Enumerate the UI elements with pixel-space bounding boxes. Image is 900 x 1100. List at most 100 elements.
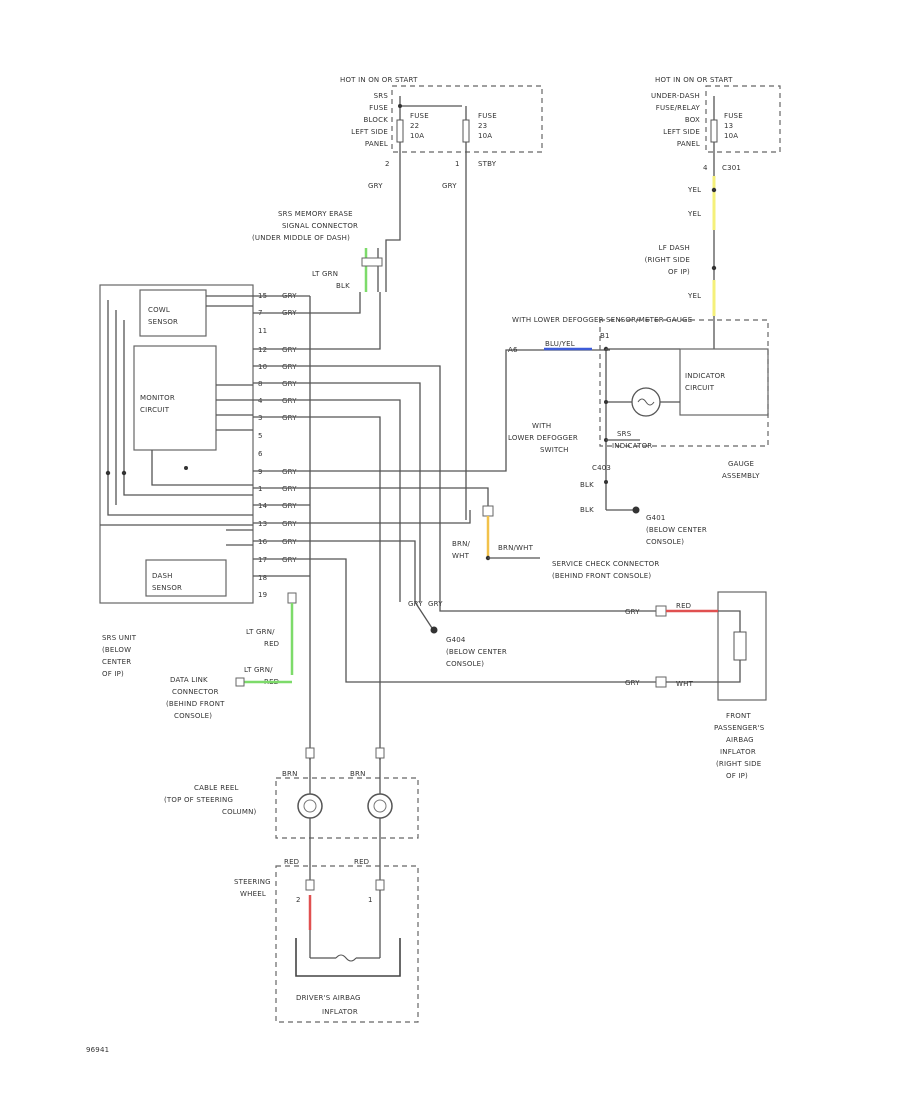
srs-output-wires bbox=[253, 150, 660, 760]
fuse-13-label-2: 13 bbox=[724, 122, 733, 130]
fuse-box-left-outline bbox=[391, 85, 543, 153]
dash-sensor-box bbox=[145, 559, 227, 597]
pass-wire-top: GRY bbox=[625, 608, 640, 616]
ground-g401-icon bbox=[632, 506, 640, 514]
fuse-left-wire-gry-2: GRY bbox=[442, 182, 457, 190]
wire-label-7: GRY bbox=[282, 414, 297, 422]
pass-label-1: FRONT bbox=[726, 712, 751, 720]
dlc-wire-1b: RED bbox=[264, 640, 279, 648]
driver-inflator-label-1: DRIVER'S AIRBAG bbox=[296, 994, 361, 1002]
srs-unit-location-4: OF IP) bbox=[102, 670, 124, 678]
pin-1: 1 bbox=[258, 485, 263, 493]
pin-6: 6 bbox=[258, 450, 263, 458]
cable-reel-outline bbox=[275, 777, 419, 839]
gauge-wire-blk-2: BLK bbox=[580, 506, 594, 514]
cowl-sensor-label-2: SENSOR bbox=[148, 318, 178, 326]
steering-pin-2: 2 bbox=[296, 896, 301, 904]
wire-label-10: GRY bbox=[282, 468, 297, 476]
steering-wire-left: RED bbox=[284, 858, 299, 866]
wire-label-12: GRY bbox=[282, 502, 297, 510]
ground-g404-icon bbox=[430, 626, 438, 634]
fuse-box-left-loc-2: FUSE bbox=[369, 104, 388, 112]
driver-inflator-module-icon bbox=[295, 938, 401, 977]
pin-14: 14 bbox=[258, 502, 268, 510]
wire-label-4: GRY bbox=[282, 363, 297, 371]
pass-wire-bot-color: WHT bbox=[676, 680, 694, 688]
fuse-box-right-title: HOT IN ON OR START bbox=[655, 76, 733, 84]
g401-label-3: CONSOLE) bbox=[646, 538, 684, 546]
gauge-outline bbox=[599, 319, 769, 447]
indicator-label-2: CIRCUIT bbox=[685, 384, 715, 392]
service-check-connector: BRN/ WHT BRN/WHT SERVICE CHECK CONNECTOR… bbox=[452, 505, 659, 580]
pin-13: 13 bbox=[258, 520, 267, 528]
pin-8: 8 bbox=[258, 380, 263, 388]
steering-wheel-outline bbox=[275, 865, 419, 1023]
pass-wire-top-color: RED bbox=[676, 602, 691, 610]
memory-label-3: (UNDER MIDDLE OF DASH) bbox=[252, 234, 350, 242]
gauge-header: WITH LOWER DEFOGGER SENSOR/METER GAUGE bbox=[512, 316, 692, 324]
cable-reel-coil-left-icon bbox=[297, 793, 323, 819]
wire-label-5: GRY bbox=[282, 380, 297, 388]
g404-wire-2: GRY bbox=[428, 600, 443, 608]
monitor-label-1: MONITOR bbox=[140, 394, 175, 402]
srs-unit-outline bbox=[99, 284, 254, 604]
memory-connector-icon bbox=[361, 257, 383, 267]
fuse-22-label-2: 22 bbox=[410, 122, 419, 130]
dlc-label-2: CONNECTOR bbox=[172, 688, 219, 696]
fuse-23-label-1: FUSE bbox=[478, 112, 497, 120]
fuse-22-icon bbox=[396, 119, 404, 143]
dash-sensor-label-1: DASH bbox=[152, 572, 173, 580]
pin-5: 5 bbox=[258, 432, 263, 440]
dlc-wire-1a: LT GRN/ bbox=[246, 628, 275, 636]
memory-label-2: SIGNAL CONNECTOR bbox=[282, 222, 358, 230]
gauge-assembly: WITH LOWER DEFOGGER SENSOR/METER GAUGE B… bbox=[508, 316, 769, 546]
dlc-label-4: CONSOLE) bbox=[174, 712, 212, 720]
service-check-label-1: SERVICE CHECK CONNECTOR bbox=[552, 560, 659, 568]
fuse-box-right-loc-1: UNDER-DASH bbox=[651, 92, 700, 100]
pass-label-2: PASSENGER'S bbox=[714, 724, 765, 732]
fuse-left-stby: STBY bbox=[478, 160, 497, 168]
steering-wheel: STEERING WHEEL RED RED 2 1 DRIVER'S AIRB… bbox=[234, 858, 419, 1023]
gauge-conn: C403 bbox=[592, 464, 611, 472]
gauge-assembly-label-2: ASSEMBLY bbox=[722, 472, 760, 480]
wire-label-3: GRY bbox=[282, 346, 297, 354]
memory-erase-connector: SRS MEMORY ERASE SIGNAL CONNECTOR (UNDER… bbox=[252, 210, 383, 292]
dlc-label-3: (BEHIND FRONT bbox=[166, 700, 225, 708]
fuse-right-pin: 4 bbox=[703, 164, 708, 172]
fuse-box-left: HOT IN ON OR START SRS FUSE BLOCK LEFT S… bbox=[340, 76, 543, 190]
pass-conn-top-icon bbox=[655, 605, 667, 617]
pass-label-4: INFLATOR bbox=[720, 748, 756, 756]
dlc-wire-2a: LT GRN/ bbox=[244, 666, 273, 674]
service-check-label-2: (BEHIND FRONT CONSOLE) bbox=[552, 572, 651, 580]
cable-reel-coil-right-icon bbox=[367, 793, 393, 819]
fuse-box-left-loc-4: LEFT SIDE bbox=[351, 128, 388, 136]
switch-label-1: WITH bbox=[532, 422, 551, 430]
pin-11: 11 bbox=[258, 327, 267, 335]
wire-label-15: GRY bbox=[282, 556, 297, 564]
pass-conn-bot-icon bbox=[655, 676, 667, 688]
gauge-pin-b1: B1 bbox=[600, 332, 610, 340]
yel-wire-3: YEL bbox=[687, 292, 701, 300]
fuse-22-label-3: 10A bbox=[410, 132, 424, 140]
fuse-right-conn: C301 bbox=[722, 164, 741, 172]
dlc-label-1: DATA LINK bbox=[170, 676, 208, 684]
service-wire-2: BRN/WHT bbox=[498, 544, 534, 552]
fuse-box-left-loc-5: PANEL bbox=[365, 140, 388, 148]
gauge-wire-blu: BLU/YEL bbox=[545, 340, 575, 348]
steering-label-1: STEERING bbox=[234, 878, 271, 886]
pin-9: 9 bbox=[258, 468, 263, 476]
fuse-box-right-loc-3: BOX bbox=[685, 116, 700, 124]
fuse-box-right-loc-5: PANEL bbox=[677, 140, 700, 148]
yel-wire-1: YEL bbox=[687, 186, 701, 194]
g401-label-1: G401 bbox=[646, 514, 666, 522]
gauge-pin-a6: A6 bbox=[508, 346, 518, 354]
ground-g404: GRY GRY G404 (BELOW CENTER CONSOLE) bbox=[408, 600, 507, 668]
memory-wire-ltgrn: LT GRN bbox=[312, 270, 338, 278]
fuse-box-left-title: HOT IN ON OR START bbox=[340, 76, 418, 84]
srs-small-connector-icon bbox=[287, 592, 297, 604]
srs-pin-column: 15 7 11 12 10 8 4 3 5 6 9 1 14 13 16 17 … bbox=[258, 292, 268, 599]
fuse-13-label-1: FUSE bbox=[724, 112, 743, 120]
cable-reel-label-2: (TOP OF STEERING bbox=[164, 796, 233, 804]
fuse-box-right-loc-4: LEFT SIDE bbox=[663, 128, 700, 136]
